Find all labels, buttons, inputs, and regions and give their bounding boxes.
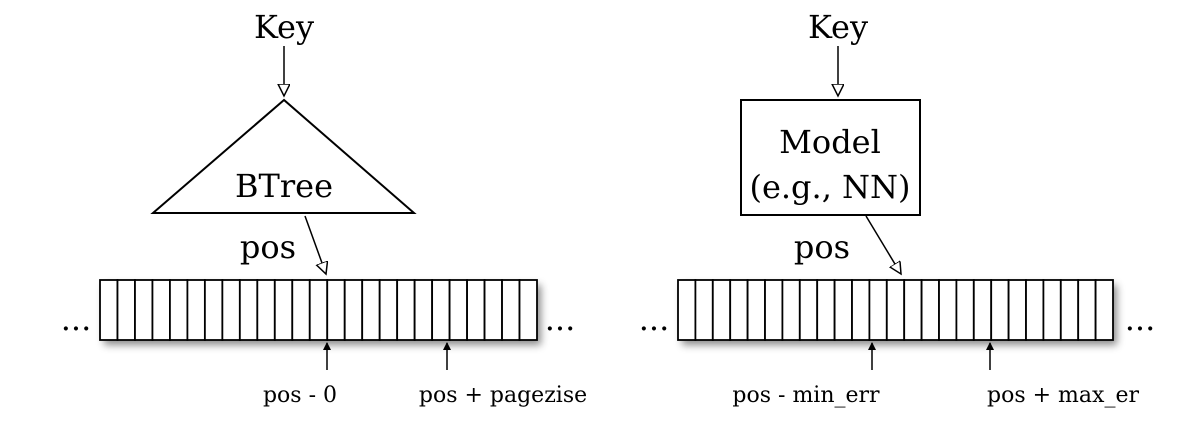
array-cell — [694, 279, 714, 341]
array-cell — [729, 279, 749, 341]
array-cell — [256, 279, 276, 341]
btree-triangle — [150, 98, 417, 214]
array-cell — [186, 279, 206, 341]
array-cell — [972, 279, 993, 341]
array-cell — [501, 279, 521, 341]
array-cell — [798, 279, 819, 341]
right-array — [677, 279, 1114, 341]
array-cell — [134, 279, 154, 341]
array-cell — [955, 279, 975, 341]
array-cell — [816, 279, 836, 341]
right-ellipsis-start: ... — [639, 300, 670, 338]
array-cell — [938, 279, 958, 341]
array-cell — [448, 279, 468, 341]
array-cell — [273, 279, 294, 341]
left-array — [99, 279, 538, 341]
right-low-label: pos - min_err — [732, 383, 880, 408]
array-cell — [677, 279, 697, 341]
array-cell — [851, 279, 871, 341]
model-box — [740, 99, 921, 216]
array-cell — [203, 279, 224, 341]
array-cell — [413, 279, 434, 341]
btree-label: BTree — [235, 167, 333, 205]
array-cell — [885, 279, 906, 341]
left-low-label: pos - 0 — [263, 383, 337, 408]
array-cell — [1007, 279, 1027, 341]
array-cell — [221, 279, 241, 341]
array-cell — [833, 279, 853, 341]
array-cell — [343, 279, 364, 341]
array-cell — [1094, 279, 1114, 341]
array-cell — [326, 279, 346, 341]
array-cell — [1077, 279, 1097, 341]
right-ellipsis-end: ... — [1125, 300, 1156, 338]
array-cell — [920, 279, 940, 341]
array-cell — [378, 279, 399, 341]
array-cell — [431, 279, 451, 341]
array-cell — [711, 279, 732, 341]
array-cell — [466, 279, 486, 341]
array-cell — [483, 279, 503, 341]
array-cell — [99, 279, 119, 341]
right-key-label: Key — [808, 8, 868, 46]
array-cell — [518, 279, 538, 341]
left-ellipsis-end: ... — [545, 300, 576, 338]
array-cell — [990, 279, 1010, 341]
model-example-label: (e.g., NN) — [749, 168, 910, 206]
array-cell — [746, 279, 766, 341]
left-ellipsis-start: ... — [61, 300, 92, 338]
array-cell — [396, 279, 416, 341]
array-cell — [361, 279, 381, 341]
array-cell — [151, 279, 171, 341]
right-pos-arrow — [865, 215, 901, 274]
array-cell — [116, 279, 136, 341]
array-cell — [1042, 279, 1062, 341]
left-pos-label: pos — [240, 228, 296, 266]
array-cell — [169, 279, 189, 341]
array-cell — [238, 279, 259, 341]
left-pos-arrow — [304, 215, 326, 274]
array-cell — [1025, 279, 1045, 341]
array-cell — [764, 279, 784, 341]
array-cell — [781, 279, 801, 341]
array-cell — [903, 279, 923, 341]
model-label: Model — [779, 123, 881, 161]
array-cell — [308, 279, 329, 341]
left-high-label: pos + pagezise — [419, 383, 587, 408]
array-cell — [1059, 279, 1080, 341]
array-cell — [868, 279, 888, 341]
right-high-label: pos + max_er — [987, 383, 1139, 408]
left-key-label: Key — [254, 8, 314, 46]
array-cell — [291, 279, 311, 341]
right-pos-label: pos — [794, 228, 850, 266]
